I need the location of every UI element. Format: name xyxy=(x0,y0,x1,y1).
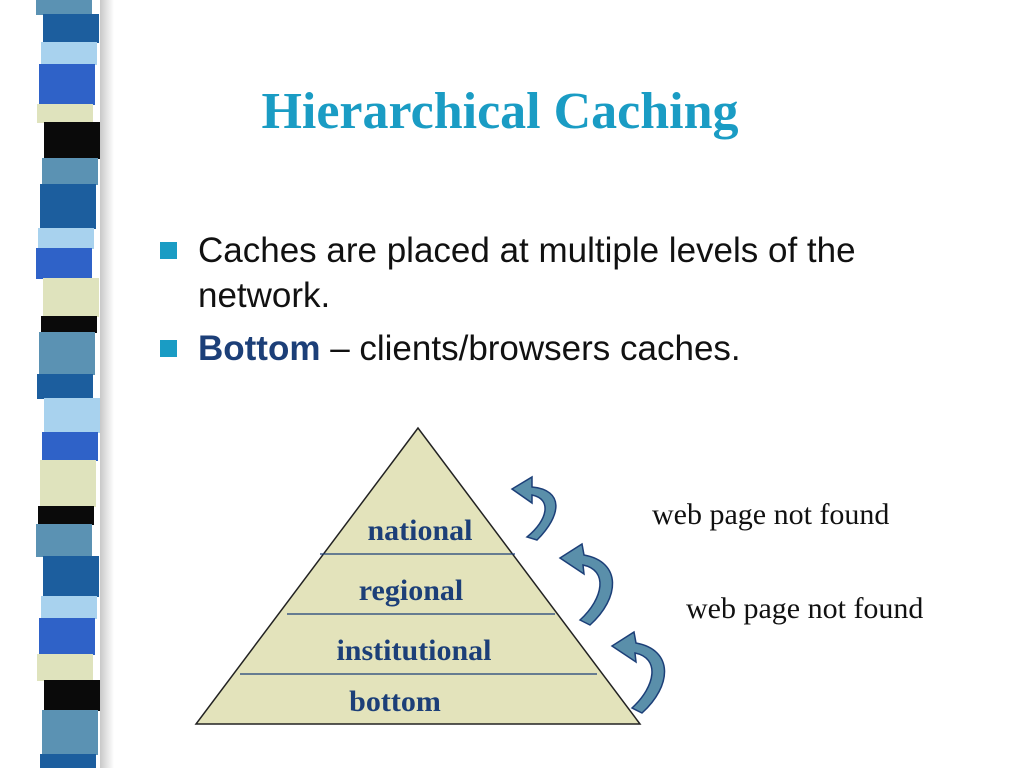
note-web-page-not-found: web page not found xyxy=(686,592,923,625)
curved-arrow-icon xyxy=(610,630,666,714)
stripe-band xyxy=(43,278,99,317)
stripe-band xyxy=(41,596,97,619)
stripe-band xyxy=(37,374,93,399)
stripe-band xyxy=(40,184,96,229)
stripe-band xyxy=(43,556,99,597)
stripe-band xyxy=(39,64,95,105)
bullet-item: Caches are placed at multiple levels of … xyxy=(160,228,920,318)
stripe-band xyxy=(42,432,98,461)
slide-title: Hierarchical Caching xyxy=(261,83,739,140)
pyramid-level-national: national xyxy=(367,514,472,547)
stripe-band xyxy=(38,506,94,525)
pyramid-level-institutional: institutional xyxy=(336,634,491,667)
stripe-band xyxy=(43,14,99,43)
bullet-bold-term: Bottom xyxy=(198,329,321,368)
stripe-band xyxy=(39,332,95,375)
slide-edge-shadow xyxy=(100,0,114,768)
bullet-square-icon xyxy=(160,340,177,357)
pyramid-level-bottom: bottom xyxy=(349,685,441,718)
stripe-band xyxy=(36,248,92,279)
stripe-band xyxy=(36,524,92,557)
stripe-band xyxy=(40,754,96,768)
bullet-square-icon xyxy=(160,242,177,259)
curved-arrow-icon xyxy=(558,542,614,626)
pyramid-shape xyxy=(194,426,642,725)
stripe-band xyxy=(39,618,95,655)
stripe-band xyxy=(36,0,92,15)
bullet-item: Bottom – clients/browsers caches. xyxy=(160,326,920,371)
bullet-list: Caches are placed at multiple levels of … xyxy=(160,228,920,379)
curved-arrow-icon xyxy=(510,475,557,541)
stripe-band xyxy=(44,680,100,711)
stripe-band xyxy=(40,460,96,507)
pyramid-level-regional: regional xyxy=(359,574,463,607)
note-web-page-not-found: web page not found xyxy=(652,498,889,531)
stripe-band xyxy=(44,398,100,433)
stripe-band xyxy=(37,104,93,123)
bullet-text: – clients/browsers caches. xyxy=(320,329,741,368)
stripe-band xyxy=(41,316,97,333)
stripe-band xyxy=(37,654,93,681)
decorative-stripe xyxy=(36,0,100,768)
stripe-band xyxy=(38,228,94,249)
bullet-text: Caches are placed at multiple levels of … xyxy=(198,231,856,315)
stripe-band xyxy=(42,710,98,755)
stripe-band xyxy=(44,122,100,159)
stripe-band xyxy=(42,158,98,185)
stripe-band xyxy=(41,42,97,65)
